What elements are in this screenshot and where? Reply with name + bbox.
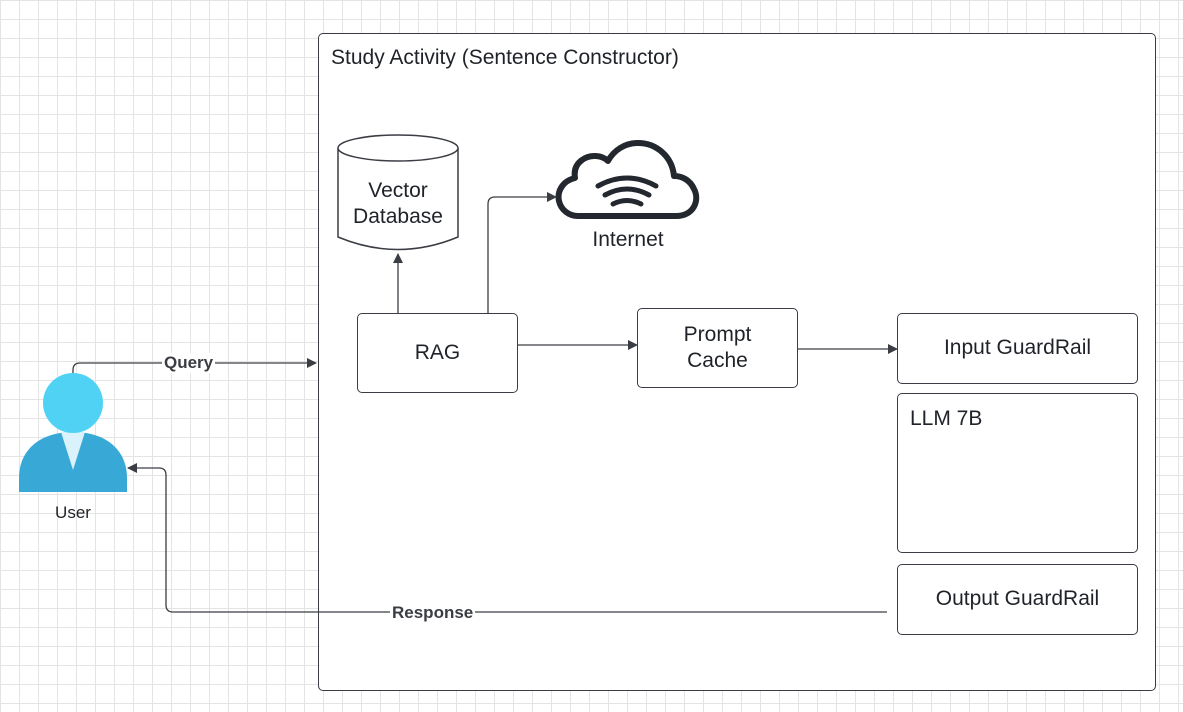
user-icon[interactable] — [19, 373, 127, 492]
vector-database-label: Vector Database — [338, 178, 458, 231]
input-guardrail-node[interactable]: Input GuardRail — [897, 313, 1138, 384]
internet-label: Internet — [592, 228, 664, 251]
prompt-cache-node[interactable]: Prompt Cache — [637, 308, 798, 388]
query-edge-label: Query — [162, 353, 216, 373]
output-guardrail-node[interactable]: Output GuardRail — [897, 564, 1138, 635]
prompt-cache-line2: Cache — [687, 349, 748, 372]
container-title: Study Activity (Sentence Constructor) — [331, 46, 679, 69]
vector-database-line2: Database — [353, 205, 443, 229]
llm-label: LLM 7B — [910, 407, 983, 430]
rag-node[interactable]: RAG — [357, 313, 518, 393]
prompt-cache-line1: Prompt — [683, 322, 752, 346]
rag-label: RAG — [414, 340, 461, 364]
response-edge-label: Response — [390, 603, 476, 623]
input-guardrail-label: Input GuardRail — [943, 336, 1092, 360]
llm-node[interactable]: LLM 7B — [897, 393, 1138, 553]
user-label: User — [55, 503, 91, 522]
vector-database-line1: Vector — [368, 179, 428, 202]
output-guardrail-label: Output GuardRail — [935, 587, 1100, 611]
